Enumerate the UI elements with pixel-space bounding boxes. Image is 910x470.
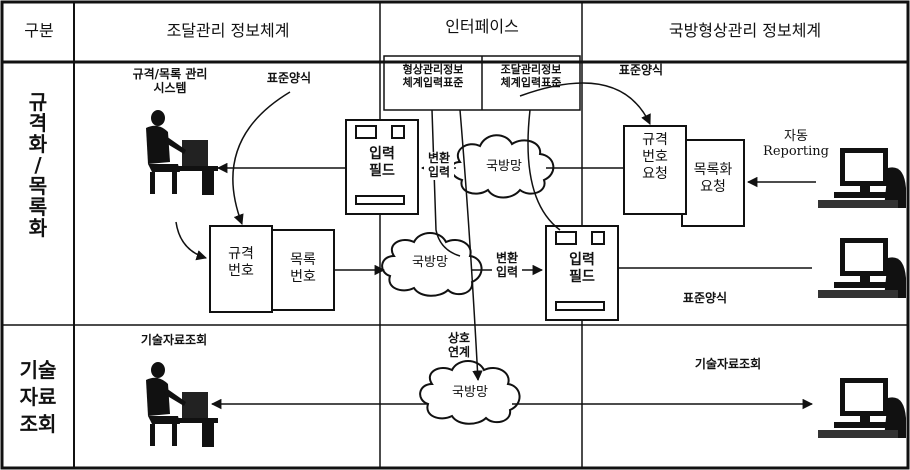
standard-format-label-right-top: 표준양식 (618, 63, 664, 77)
number-boxes (209, 225, 335, 313)
convert-input-label-mid: 변환 입력 (492, 251, 522, 280)
header-procurement-system: 조달관리 정보체계 (166, 21, 290, 40)
convert-input-label-top: 변환 입력 (424, 151, 454, 180)
input-field-right: 입력 필드 (569, 252, 595, 285)
auto-reporting-label: 자동 Reporting (763, 129, 829, 159)
person-at-computer-icon (146, 362, 218, 447)
standard-format-label-left: 표준양식 (266, 71, 312, 85)
cloud-label-top: 국방망 (486, 159, 522, 174)
tech-data-label-left: 기술자료조회 (140, 333, 208, 347)
input-field-left: 입력 필드 (369, 146, 395, 179)
spec-number-request: 규격 번호 요청 (642, 132, 668, 182)
standard-format-label-right-mid: 표준양식 (682, 291, 728, 305)
catalog-request: 목록화 요청 (693, 162, 733, 195)
interface-config-input-standard: 형상관리정보 체계입력표준 (402, 63, 464, 89)
mutual-link-label: 상호 연계 (444, 331, 474, 360)
cloud-label-bottom: 국방망 (452, 385, 488, 400)
spec-number: 규격 번호 (228, 246, 254, 279)
header-category: 구분 (24, 21, 54, 40)
input-field-left-form (345, 119, 419, 215)
computer-terminal-icon (818, 378, 906, 438)
input-field-right-form (545, 225, 619, 321)
interface-procurement-input-standard: 조달관리정보 체계입력표준 (500, 63, 562, 89)
header-interface: 인터페이스 (445, 17, 519, 36)
spec-catalog-system-label: 규격/목록 관리 시스템 (132, 67, 208, 95)
header-defense-config-system: 국방형상관리 정보체계 (668, 21, 822, 40)
cloud-label-middle: 국방망 (412, 255, 448, 270)
network-cloud-bottom (419, 360, 521, 425)
catalog-number: 목록 번호 (290, 252, 316, 285)
request-boxes (623, 125, 745, 227)
computer-terminal-icon (818, 238, 906, 298)
person-at-computer-icon (146, 110, 218, 195)
tech-data-label-right: 기술자료조회 (694, 357, 762, 371)
